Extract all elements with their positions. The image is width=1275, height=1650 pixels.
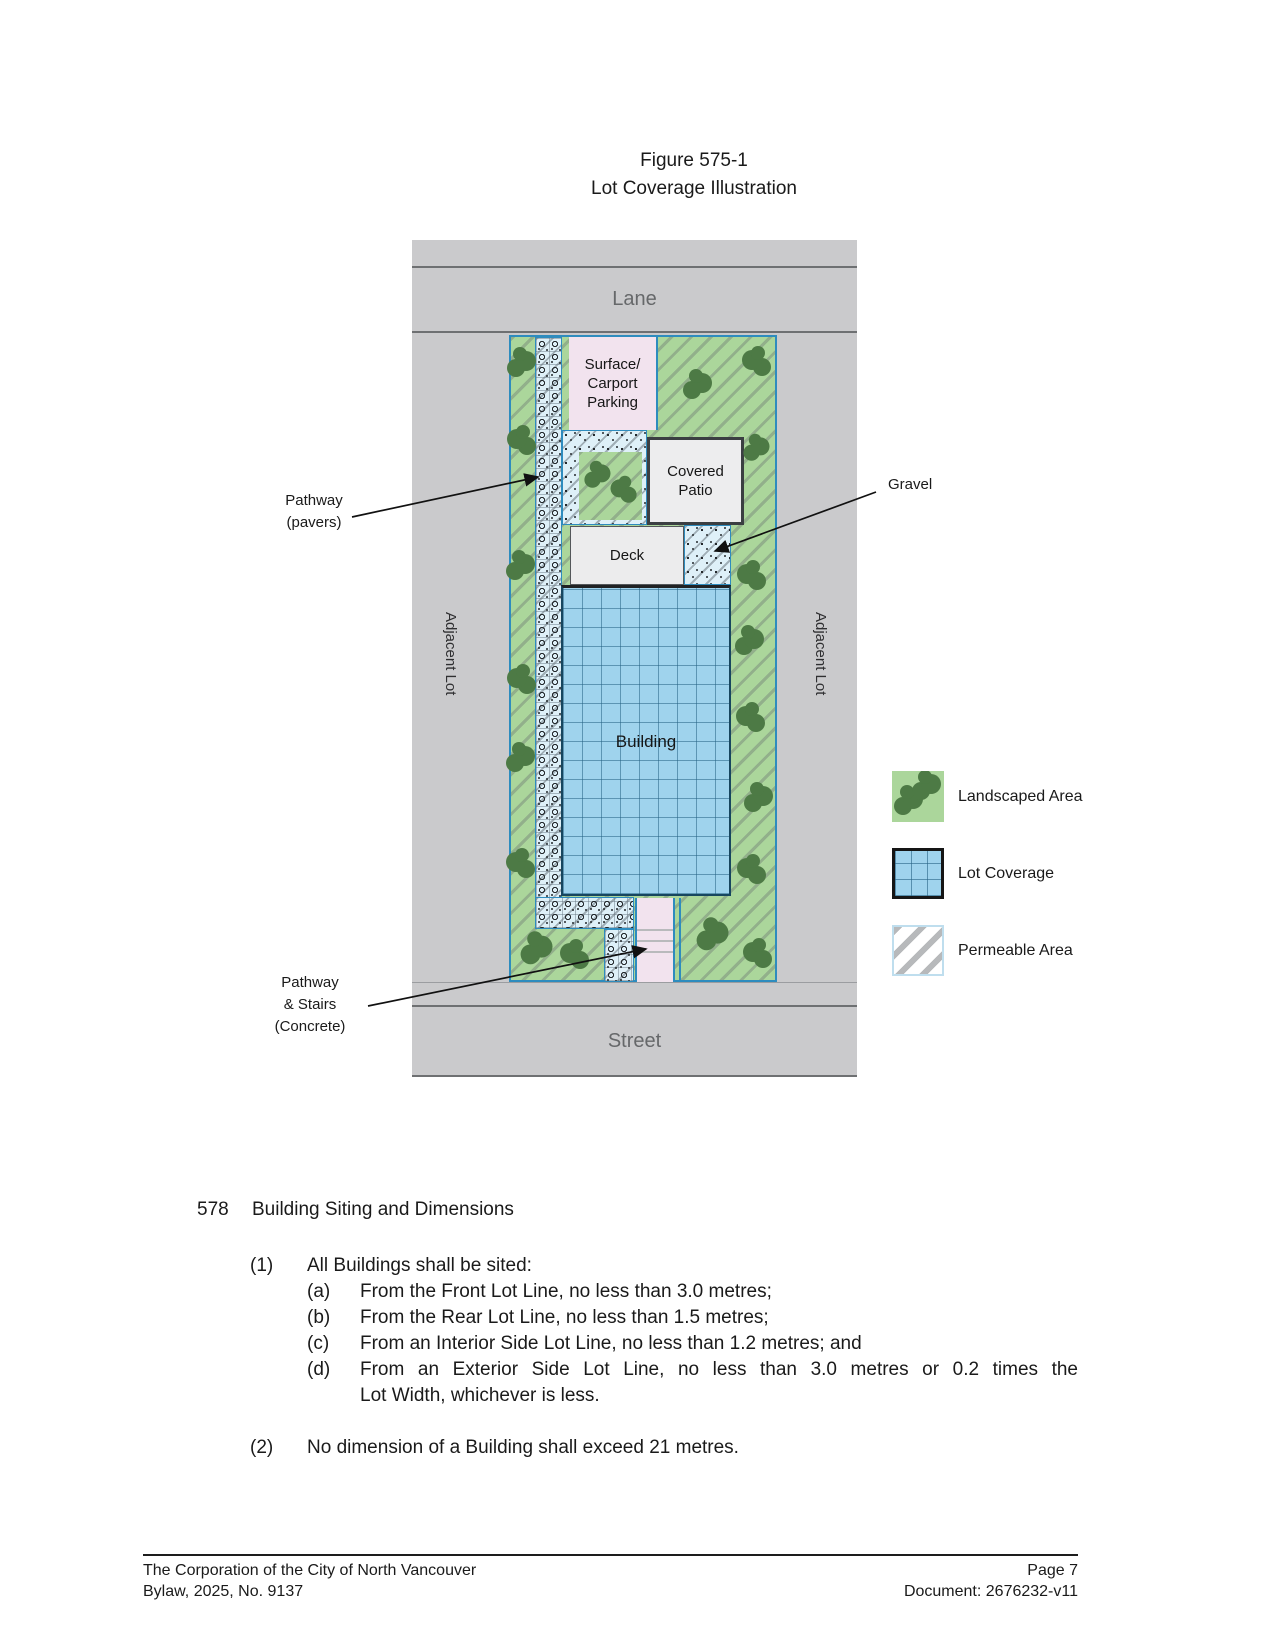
patio-label-line2: Patio [678, 482, 713, 499]
pathway-pavers-line2: (pavers) [286, 514, 342, 531]
section-heading: Building Siting and Dimensions [252, 1199, 514, 1220]
pathway-stairs-line2: & Stairs [283, 996, 337, 1013]
adjacent-lot-right-label: Adjacent Lot [812, 612, 829, 696]
pathway-stairs-line1: Pathway [281, 974, 339, 991]
parking-label-line3: Parking [587, 394, 638, 411]
footer-page-number: Page 7 [1027, 1562, 1078, 1579]
figure-title: Figure 575-1 Lot Coverage Illustration [591, 147, 797, 203]
legend-item-permeable: Permeable Area [892, 925, 1073, 976]
footer-bylaw: Bylaw, 2025, No. 9137 [143, 1583, 304, 1600]
clause-1d-text-line1: From an Exterior Side Lot Line, no less … [360, 1359, 1078, 1380]
stair-line [637, 940, 673, 942]
clause-1d-text-line2: Lot Width, whichever is less. [360, 1385, 600, 1406]
legend-label-permeable: Permeable Area [958, 941, 1073, 959]
legend-item-coverage: Lot Coverage [892, 848, 1054, 899]
deck: Deck [570, 526, 684, 585]
building: Building [561, 585, 731, 896]
pavers-pathway-column [535, 337, 562, 899]
section-number: 578 [197, 1199, 229, 1220]
stair-line [637, 929, 673, 931]
pathway-stairs-line3: (Concrete) [274, 1018, 346, 1035]
figure-caption: Lot Coverage Illustration [591, 178, 797, 199]
clause-1a-text: From the Front Lot Line, no less than 3.… [360, 1281, 772, 1302]
footer-org: The Corporation of the City of North Van… [143, 1562, 477, 1579]
pavers-pathway-lower [604, 929, 634, 982]
landscaped-area-swatch [892, 771, 944, 822]
street-label: Street [607, 1029, 662, 1052]
clause-1a-number: (a) [307, 1281, 331, 1302]
concrete-pathway-stairs [635, 898, 675, 982]
building-label: Building [615, 731, 677, 751]
green-pocket [579, 452, 642, 520]
footer-left: The Corporation of the City of North Van… [143, 1560, 476, 1602]
clause-1d-number: (d) [307, 1359, 331, 1380]
figure-number: Figure 575-1 [640, 150, 748, 171]
lane-top-line [412, 266, 857, 268]
green-border-line [679, 898, 681, 982]
pathway-pavers-line1: Pathway [285, 492, 343, 509]
covered-patio: Covered Patio [647, 437, 744, 525]
pathway-pavers-label: Pathway (pavers) [285, 490, 343, 534]
pavers-pathway-band [535, 897, 634, 929]
clause-2-text: No dimension of a Building shall exceed … [307, 1437, 739, 1458]
sidewalk-line [412, 982, 857, 983]
footer-divider [143, 1554, 1078, 1556]
permeable-area-swatch [892, 925, 944, 976]
legend-item-landscaped: Landscaped Area [892, 771, 1083, 822]
footer-right: Page 7 Document: 2676232-v11 [778, 1560, 1078, 1602]
lot-area: Surface/ Carport Parking Covered Patio D… [509, 335, 777, 982]
legend-label-landscaped: Landscaped Area [958, 787, 1083, 805]
legend-label-coverage: Lot Coverage [958, 864, 1055, 882]
adjacent-lot-left-label: Adjacent Lot [442, 612, 459, 696]
gravel-patch [684, 525, 731, 585]
surface-carport-parking: Surface/ Carport Parking [569, 337, 658, 430]
patio-label-line1: Covered [667, 463, 724, 480]
stair-line [637, 951, 673, 953]
pathway-stairs-label: Pathway & Stairs (Concrete) [275, 972, 346, 1038]
gravel-label: Gravel [888, 476, 933, 493]
clause-1c-number: (c) [307, 1333, 330, 1354]
lane-bottom-line [412, 331, 857, 333]
clause-1b-text: From the Rear Lot Line, no less than 1.5… [360, 1307, 769, 1328]
street-bottom-line [412, 1075, 857, 1077]
clause-1-number: (1) [250, 1255, 274, 1276]
footer-document-id: Document: 2676232-v11 [903, 1583, 1078, 1600]
parking-label-line2: Carport [587, 375, 638, 392]
clause-1c-text: From an Interior Side Lot Line, no less … [360, 1333, 862, 1354]
lot-coverage-swatch [892, 848, 944, 899]
clause-1b-number: (b) [307, 1307, 331, 1328]
parking-label-line1: Surface/ [584, 356, 641, 373]
lane-label: Lane [612, 288, 657, 310]
clause-2-number: (2) [250, 1437, 274, 1458]
deck-label: Deck [609, 547, 645, 564]
clause-1-text: All Buildings shall be sited: [307, 1255, 532, 1276]
lot-coverage-diagram: Lane Street Adjacent Lot Adjacent Lot Su… [412, 240, 857, 1077]
